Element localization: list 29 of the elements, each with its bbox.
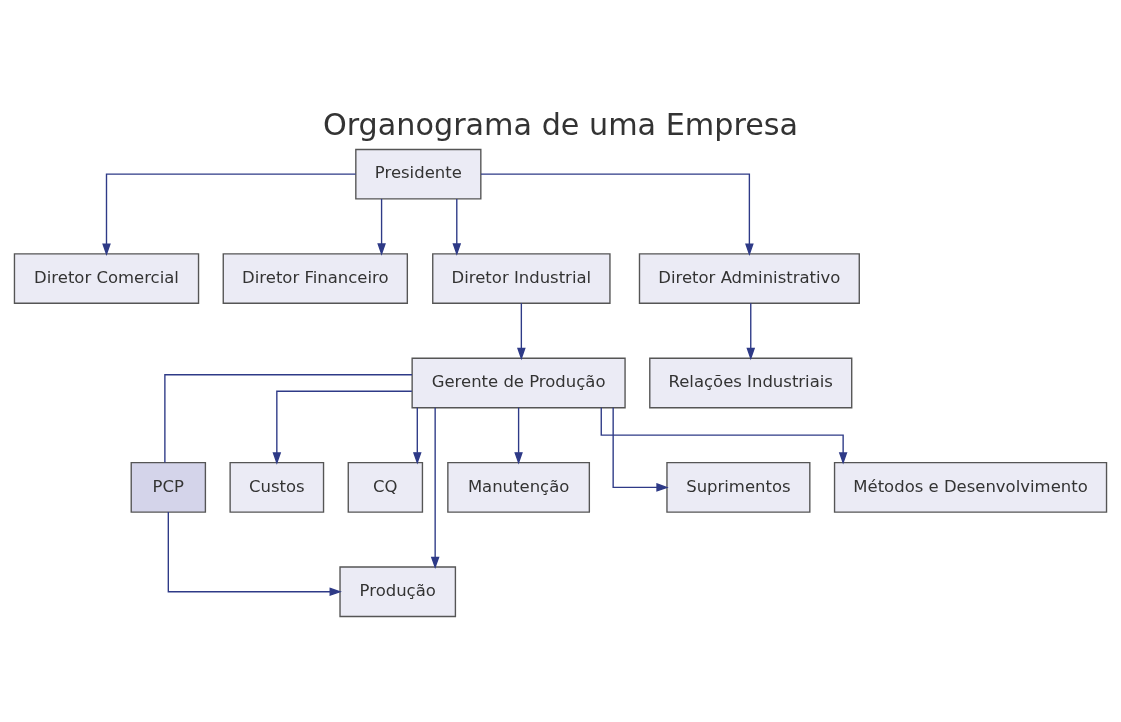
arrow [377,198,386,256]
arrow [517,302,526,361]
node-box: Diretor Comercial [13,253,200,304]
arrow [480,173,754,256]
arrow [514,407,523,465]
node-box: Manutenção [447,461,591,513]
node-box: Presidente [355,148,482,200]
arrow [452,198,462,256]
arrow [600,407,848,465]
arrow [272,390,413,465]
node-box: Custos [229,461,325,513]
arrow [167,511,342,597]
node-box: CQ [347,461,424,513]
arrow [746,302,756,361]
arrow [102,173,357,256]
node-box: Gerente de Produção [411,357,626,409]
node-box: PCP [130,461,207,513]
node-box: Diretor Administrativo [638,253,860,304]
node-box: Relações Industriais [649,357,853,409]
connector [164,374,413,464]
arrow [430,407,440,570]
node-box: Suprimentos [666,461,811,513]
node-box: Métodos e Desenvolvimento [833,461,1108,513]
diagram-title: Organograma de uma Empresa [322,107,799,143]
node-box: Produção [339,566,457,618]
arrow [412,407,422,465]
node-box: Diretor Financeiro [222,253,408,304]
node-box: Diretor Industrial [432,253,611,304]
arrow [612,407,669,492]
